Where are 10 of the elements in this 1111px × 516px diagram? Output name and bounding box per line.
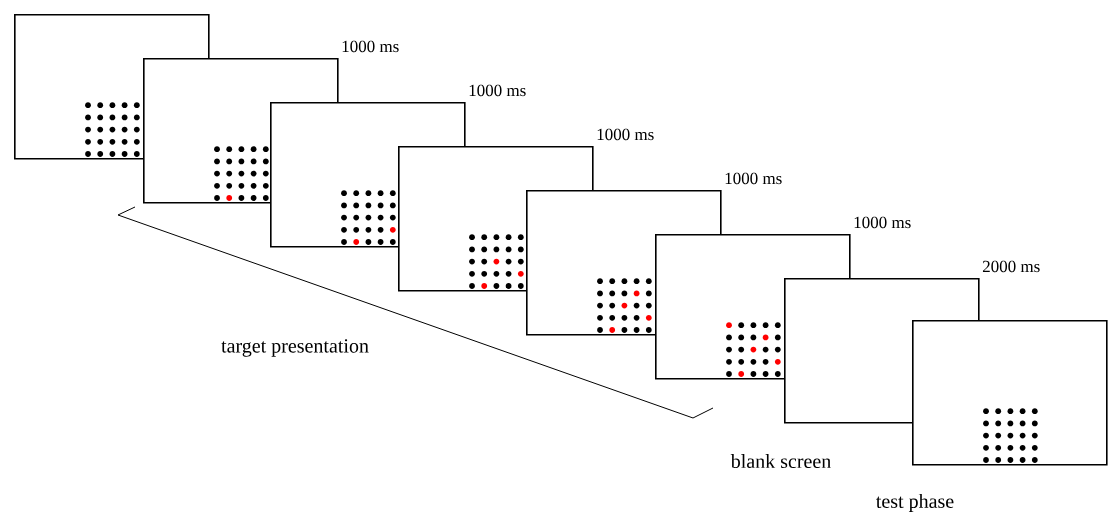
- phase-label: target presentation: [221, 339, 369, 357]
- phase-label: test phase: [876, 493, 954, 513]
- screen: [912, 320, 1108, 466]
- duration-label: 1000 ms: [342, 40, 399, 53]
- duration-label: 1000 ms: [725, 172, 782, 185]
- duration-label: 1000 ms: [469, 84, 526, 97]
- duration-label: 1000 ms: [854, 216, 911, 229]
- phase-label: blank screen: [730, 453, 831, 468]
- duration-label: 2000 ms: [982, 260, 1040, 273]
- duration-label: 1000 ms: [597, 128, 654, 141]
